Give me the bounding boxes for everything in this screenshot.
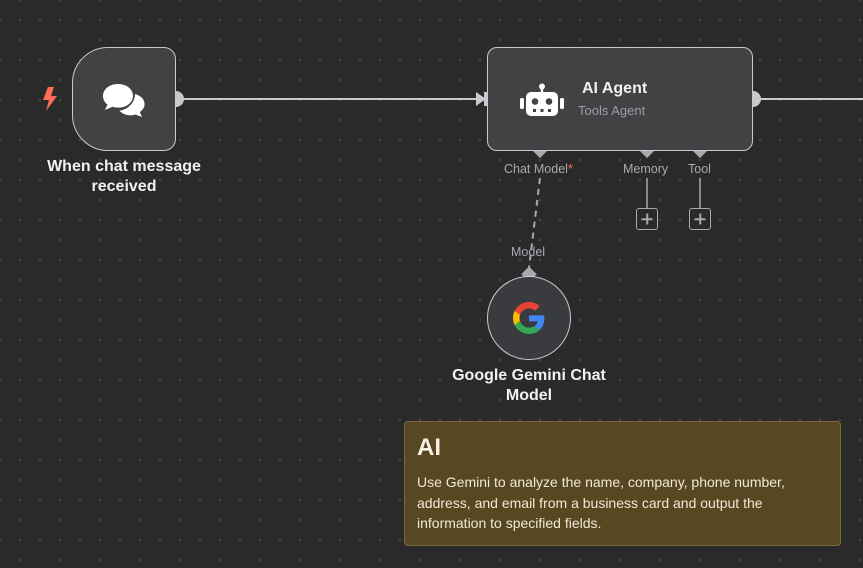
chat-model-port-label: Chat Model* <box>504 162 573 176</box>
robot-icon <box>520 83 564 116</box>
required-marker: * <box>567 162 573 176</box>
sticky-note-title: AI <box>417 434 441 461</box>
chat-trigger-node[interactable] <box>72 47 176 151</box>
chat-trigger-label: When chat message received <box>47 158 201 195</box>
sticky-note-body: Use Gemini to analyze the name, company,… <box>417 474 785 531</box>
chat-bubbles-icon <box>103 84 145 117</box>
model-connection[interactable] <box>528 177 541 269</box>
add-tool-button[interactable] <box>689 208 711 230</box>
ai-agent-subtitle: Tools Agent <box>578 103 646 118</box>
sticky-note[interactable]: AI Use Gemini to analyze the name, compa… <box>404 421 841 546</box>
ai-agent-title: AI Agent <box>582 80 648 97</box>
lightning-bolt-icon <box>43 87 57 111</box>
memory-port-label: Memory <box>623 162 669 176</box>
connection-arrow <box>476 92 486 106</box>
add-memory-button[interactable] <box>636 208 658 230</box>
google-g-icon <box>513 302 545 334</box>
model-port-label: Model <box>511 245 546 259</box>
tool-port-label: Tool <box>688 162 711 176</box>
chat-model-port-text: Chat Model <box>504 162 568 176</box>
ai-agent-node[interactable]: AI Agent Tools Agent <box>487 47 753 151</box>
google-gemini-node[interactable] <box>487 276 571 360</box>
google-gemini-label: Google Gemini Chat Model <box>452 367 606 404</box>
